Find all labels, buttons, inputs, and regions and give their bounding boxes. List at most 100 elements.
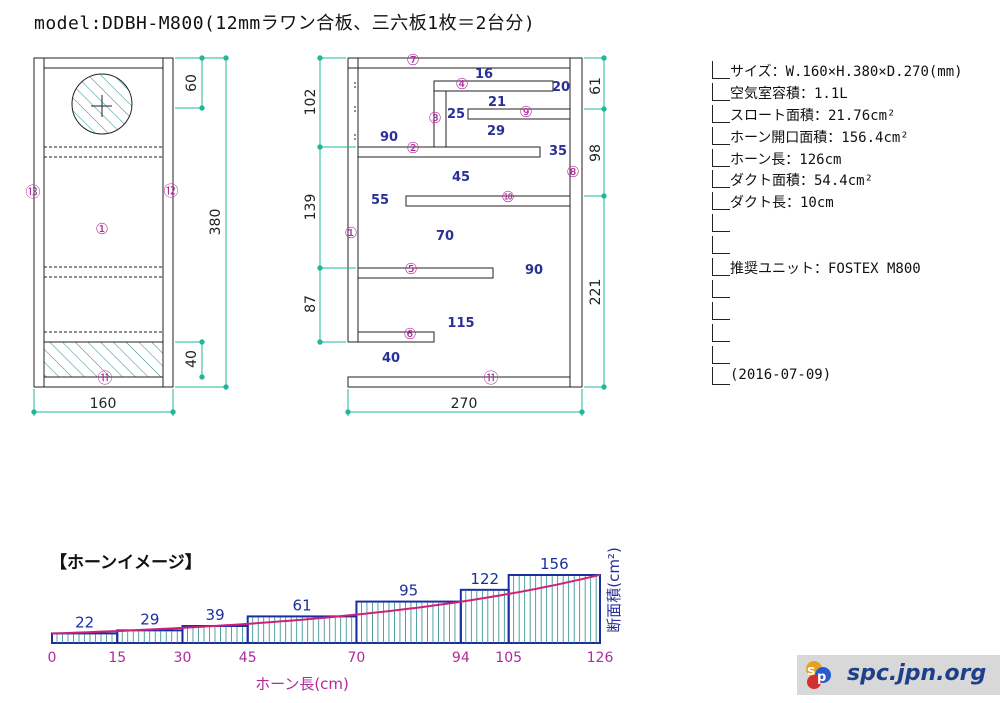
part-label-2: ② bbox=[406, 139, 419, 157]
svg-text:s: s bbox=[807, 663, 815, 679]
spec-bracket bbox=[712, 214, 730, 233]
side-part-labels: ① ② ③ ④ ⑤ ⑥ ⑦ ⑧ ⑨ ⑩ ⑪ bbox=[344, 51, 579, 387]
panel-5 bbox=[357, 267, 494, 279]
dim-right-98: 98 bbox=[588, 144, 604, 162]
spec-text: ダクト面積：54.4cm² bbox=[730, 173, 874, 190]
spec-bracket bbox=[712, 126, 730, 145]
front-panel-outline bbox=[33, 57, 174, 388]
gap-label: 16 bbox=[475, 67, 493, 82]
spec-text: ホーン開口面積：156.4cm² bbox=[730, 129, 909, 146]
panel-7-top bbox=[347, 57, 571, 69]
part-label-7: ⑦ bbox=[406, 51, 419, 69]
gap-label: 70 bbox=[436, 229, 454, 244]
spec-line: ダクト長：10cm bbox=[712, 191, 1002, 213]
site-logo[interactable]: s p spc.jpn.org bbox=[797, 655, 1000, 695]
x-tick-label: 30 bbox=[174, 650, 192, 666]
panel-8-back bbox=[569, 57, 583, 388]
side-view bbox=[347, 57, 583, 388]
spec-line: スロート面積：21.76cm² bbox=[712, 104, 1002, 126]
spec-bracket bbox=[712, 170, 730, 189]
part-label-11: ⑪ bbox=[483, 369, 498, 387]
gap-label: 29 bbox=[487, 124, 505, 139]
gap-label: 35 bbox=[549, 144, 567, 159]
spec-text: ダクト長：10cm bbox=[730, 195, 834, 212]
dim-left-102: 102 bbox=[303, 89, 319, 116]
part-label-8: ⑧ bbox=[566, 163, 579, 181]
part-label-bottom: ⑪ bbox=[97, 369, 112, 387]
spec-bracket bbox=[712, 61, 730, 79]
x-tick-label: 45 bbox=[239, 650, 257, 666]
gap-label: 40 bbox=[382, 351, 400, 366]
dim-right-221: 221 bbox=[588, 279, 604, 306]
panel-10 bbox=[405, 195, 571, 207]
side-gap-labels: 16 20 21 25 29 90 35 45 55 70 90 115 40 bbox=[371, 67, 570, 366]
page-title: model:DDBH-M800(12mmラワン合板、三六板1枚＝2台分) bbox=[34, 13, 536, 34]
spec-bracket bbox=[712, 345, 730, 364]
ideal-horn-curve bbox=[51, 573, 601, 635]
spec-line bbox=[712, 213, 1002, 235]
spec-bracket bbox=[712, 236, 730, 255]
spec-list: サイズ：W.160×H.380×D.270(mm) 空気室容積：1.1L スロート面… bbox=[712, 60, 1002, 388]
spec-bracket bbox=[712, 192, 730, 211]
chart-hatch-lines bbox=[56, 576, 597, 643]
part-label-10: ⑩ bbox=[501, 188, 514, 206]
dim-width-160: 160 bbox=[90, 396, 117, 412]
gap-label: 90 bbox=[380, 130, 398, 145]
spec-bracket bbox=[712, 279, 730, 298]
part-label-right: ⑫ bbox=[163, 182, 178, 200]
spec-bracket bbox=[712, 258, 730, 277]
spec-bracket bbox=[712, 148, 730, 167]
gap-label: 20 bbox=[552, 80, 570, 95]
x-tick-label: 0 bbox=[48, 650, 57, 666]
part-label-3: ③ bbox=[428, 109, 441, 127]
spec-line: ダクト面積：54.4cm² bbox=[712, 169, 1002, 191]
spec-line: (2016-07-09) bbox=[712, 366, 1002, 388]
spec-bracket bbox=[712, 301, 730, 320]
bar-value-label: 29 bbox=[140, 610, 159, 628]
dim-left-87: 87 bbox=[303, 295, 319, 313]
side-dimensions bbox=[317, 55, 607, 416]
part-label-6: ⑥ bbox=[403, 325, 416, 343]
chart-bars bbox=[51, 574, 601, 645]
x-tick-label: 126 bbox=[587, 650, 614, 666]
dim-depth-270: 270 bbox=[451, 396, 478, 412]
gap-label: 55 bbox=[371, 193, 389, 208]
spec-bracket bbox=[712, 367, 730, 386]
horn-bar bbox=[507, 574, 601, 644]
spec-line bbox=[712, 235, 1002, 257]
spec-line: 空気室容積：1.1L bbox=[712, 82, 1002, 104]
spec-line bbox=[712, 279, 1002, 301]
spc-logo-icon: s p bbox=[806, 661, 831, 689]
panel-1-front bbox=[347, 57, 359, 343]
bar-value-label: 156 bbox=[540, 555, 569, 573]
gap-label: 25 bbox=[447, 107, 465, 122]
spec-text: サイズ：W.160×H.380×D.270(mm) bbox=[730, 64, 963, 80]
spec-bracket bbox=[712, 104, 730, 123]
bar-value-label: 39 bbox=[206, 606, 225, 624]
front-part-labels: ① ⑬ ⑫ ⑪ bbox=[25, 182, 178, 387]
spec-bracket bbox=[712, 323, 730, 342]
logo-text: spc.jpn.org bbox=[847, 661, 987, 686]
spec-line: 推奨ユニット：FOSTEX M800 bbox=[712, 257, 1002, 279]
x-tick-label: 70 bbox=[348, 650, 366, 666]
spec-line: ホーン長：126cm bbox=[712, 148, 1002, 170]
dim-top-60: 60 bbox=[184, 74, 200, 92]
spec-line: サイズ：W.160×H.380×D.270(mm) bbox=[712, 60, 1002, 82]
spec-text: スロート面積：21.76cm² bbox=[730, 107, 896, 124]
spec-bracket bbox=[712, 82, 730, 101]
svg-text:p: p bbox=[817, 670, 826, 685]
gap-label: 21 bbox=[488, 95, 506, 110]
dim-left-139: 139 bbox=[303, 194, 319, 221]
spec-text: 推奨ユニット：FOSTEX M800 bbox=[730, 261, 921, 278]
spec-text: 空気室容積：1.1L bbox=[730, 85, 848, 102]
dim-right-61: 61 bbox=[588, 77, 604, 95]
spec-line: ホーン開口面積：156.4cm² bbox=[712, 126, 1002, 148]
spec-text: ホーン長：126cm bbox=[730, 151, 842, 168]
side-dim-labels: 102 139 87 61 98 221 270 bbox=[303, 77, 604, 412]
part-label-1: ① bbox=[344, 224, 357, 242]
x-tick-label: 15 bbox=[108, 650, 126, 666]
gap-label: 45 bbox=[452, 170, 470, 185]
